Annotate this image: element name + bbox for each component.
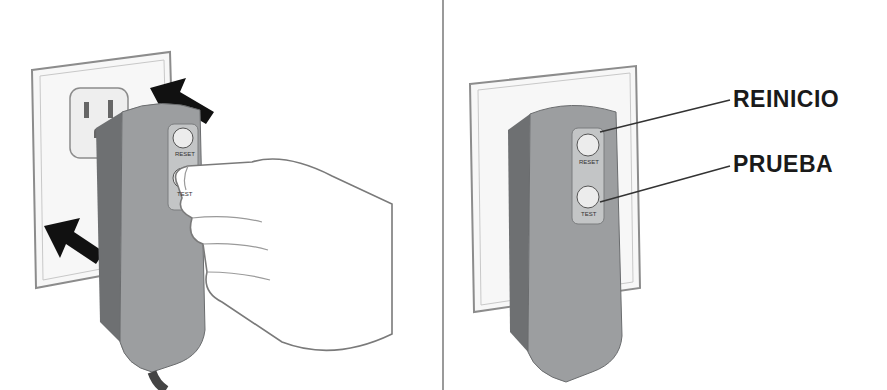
hand-detail [184,166,270,280]
test-button [577,186,599,208]
outlet-slot [108,100,113,118]
panel-divider [442,0,444,390]
power-cord [152,372,166,390]
callout-label: REINICIO [733,88,839,111]
reset-button [577,134,599,156]
reset-button [173,128,193,148]
leader-line [600,166,730,202]
button-text: RESET [579,159,599,165]
outlet-slot [84,102,89,118]
button-text: TEST [177,191,192,197]
button-panel [572,128,604,224]
gfci-side [508,114,530,352]
button-text: TEST [581,211,596,217]
hand [176,159,392,350]
right-panel [470,66,730,382]
gfci-plug [528,105,622,382]
push-arrow [44,218,104,264]
leader-line [600,100,730,132]
left-panel [32,52,392,390]
gfci-side [96,112,122,342]
gfci-plug [120,103,205,372]
button-text: RESET [175,151,195,157]
callout-label: PRUEBA [733,153,833,176]
